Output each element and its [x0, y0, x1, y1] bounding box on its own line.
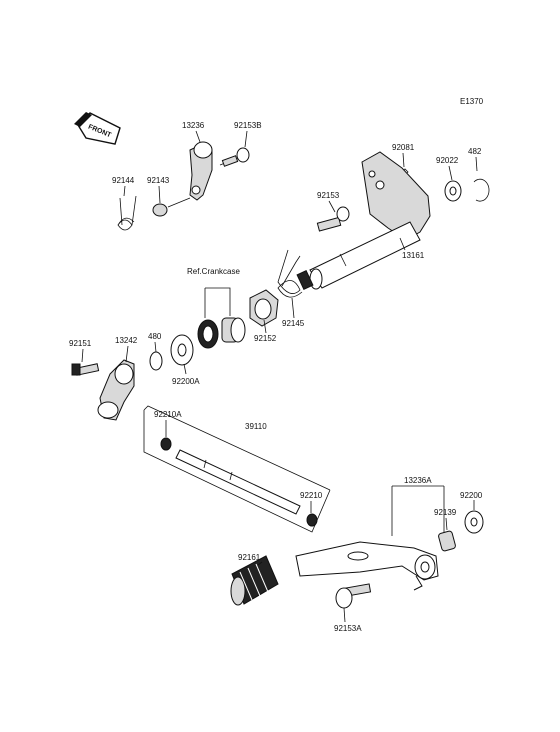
- label-92151: 92151: [69, 339, 92, 348]
- label-13242: 13242: [115, 336, 138, 345]
- shift-shaft-13161: [296, 151, 431, 291]
- label-92145: 92145: [282, 319, 305, 328]
- pedal-rubber-92161: [230, 555, 279, 606]
- label-13236a: 13236A: [404, 476, 432, 485]
- label-482: 482: [468, 147, 482, 156]
- circlip-482: [473, 178, 490, 202]
- collar-92152: [249, 289, 279, 327]
- collar-92143: [152, 203, 168, 217]
- bolt-92153: [316, 206, 350, 232]
- collar-92139: [438, 530, 456, 552]
- label-92081: 92081: [392, 143, 415, 152]
- label-92210: 92210: [300, 491, 323, 500]
- washer-480: [149, 351, 163, 371]
- washer-92200: [464, 510, 484, 534]
- label-92200a: 92200A: [172, 377, 200, 386]
- shift-pedal-13236a: [295, 541, 439, 591]
- label-480: 480: [148, 332, 162, 341]
- label-92200: 92200: [460, 491, 483, 500]
- shift-lever-13236: [189, 141, 213, 201]
- label-13161: 13161: [402, 251, 425, 260]
- diagram-code: E1370: [460, 97, 484, 106]
- leader-lines: [81, 130, 478, 623]
- ref-crankcase-note: Ref.Crankcase: [187, 267, 240, 276]
- washer-92022: [444, 180, 462, 202]
- label-92210a: 92210A: [154, 410, 182, 419]
- shift-lever-13242: [97, 359, 135, 421]
- front-arrow-icon: FRONT: [74, 112, 121, 145]
- label-92144: 92144: [112, 176, 135, 185]
- label-92161: 92161: [238, 553, 261, 562]
- tie-rod-39110: [160, 437, 318, 527]
- label-39110: 39110: [245, 422, 267, 431]
- label-92139: 92139: [434, 508, 457, 517]
- spring-92144: [117, 195, 137, 231]
- bolt-92153a: [335, 583, 372, 609]
- label-13236: 13236: [182, 121, 205, 130]
- label-92143: 92143: [147, 176, 170, 185]
- bolt-92153b: [219, 147, 250, 167]
- label-92153a: 92153A: [334, 624, 362, 633]
- rod-bracket-lines: [143, 405, 331, 533]
- bearing-and-seal: [197, 317, 246, 349]
- spring-92145: [277, 249, 303, 298]
- washer-92200a: [170, 334, 194, 366]
- label-92153: 92153: [317, 191, 340, 200]
- label-92022: 92022: [436, 156, 459, 165]
- label-92153b: 92153B: [234, 121, 262, 130]
- bolt-92151: [71, 363, 100, 376]
- pedal-bracket-lines: [391, 485, 445, 540]
- label-92152: 92152: [254, 334, 277, 343]
